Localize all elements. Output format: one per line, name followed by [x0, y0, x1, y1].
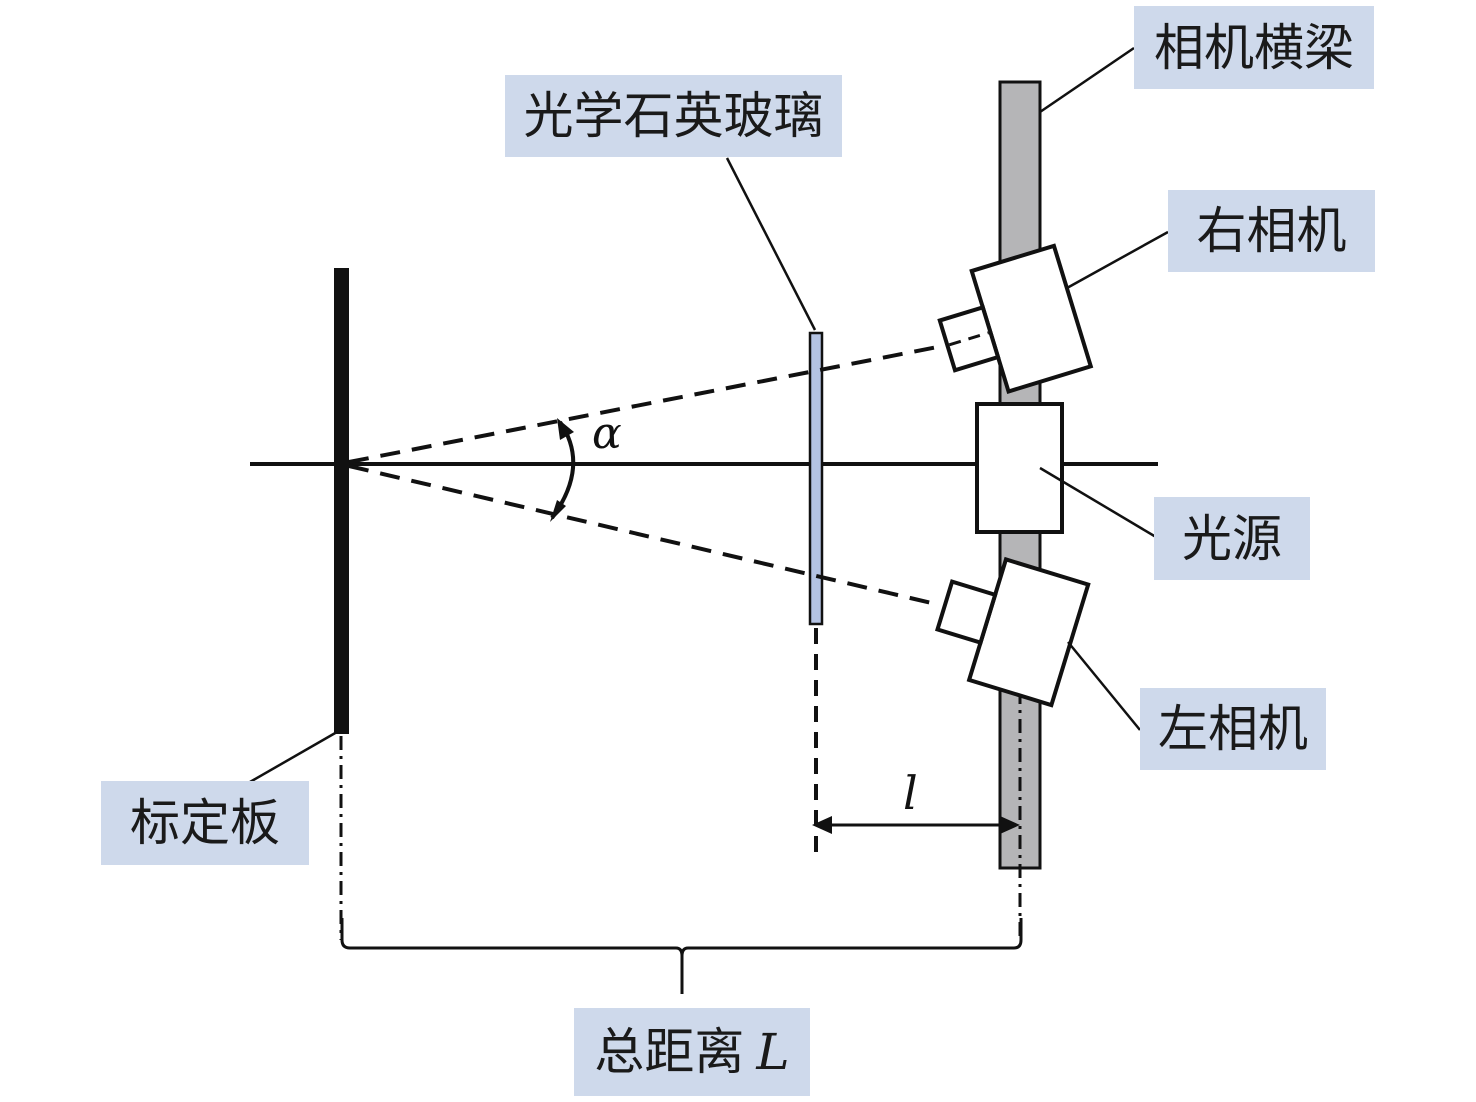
l-arrow-right	[1000, 816, 1020, 834]
calibration-board	[334, 268, 349, 734]
leader-left-camera	[1067, 641, 1141, 731]
leader-right-camera	[1066, 230, 1169, 290]
left-camera-ray	[348, 464, 941, 607]
label-light-source: 光源	[1154, 497, 1310, 580]
total-distance-brace	[340, 918, 1023, 994]
leader-camera-beam	[1039, 46, 1135, 114]
leader-light-source	[1039, 466, 1157, 539]
distance-l-symbol: l	[903, 766, 918, 820]
quartz-glass	[808, 331, 824, 626]
angle-arrow-top	[557, 418, 574, 440]
l-arrow-left	[812, 816, 832, 834]
leader-quartz-glass	[725, 157, 817, 331]
label-right-camera: 右相机	[1168, 190, 1375, 272]
right-camera	[937, 243, 1094, 394]
angle-alpha-symbol: α	[592, 408, 622, 459]
label-calibration-board: 标定板	[101, 781, 309, 865]
angle-arrow-bottom	[550, 500, 566, 522]
light-source	[975, 402, 1064, 534]
leader-calibration-board	[249, 730, 338, 784]
label-quartz-glass: 光学石英玻璃	[505, 75, 842, 157]
right-camera-ray	[348, 341, 959, 464]
left-camera	[934, 556, 1091, 708]
label-left-camera: 左相机	[1140, 688, 1326, 770]
label-camera-beam: 相机横梁	[1134, 6, 1374, 89]
